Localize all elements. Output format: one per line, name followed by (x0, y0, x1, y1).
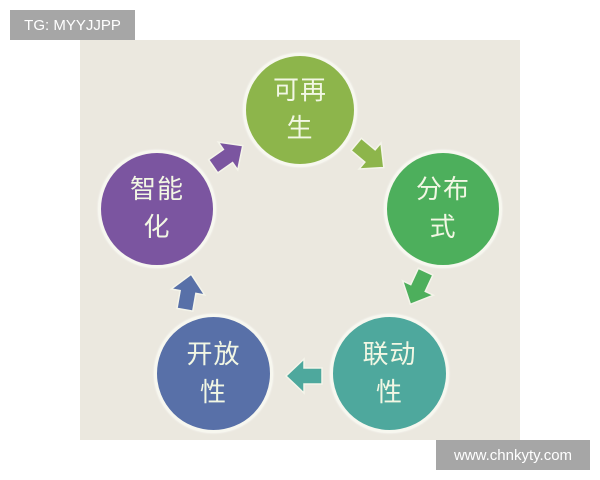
arrow-linkage-to-openness-icon (284, 357, 323, 395)
node-label-line1: 联动 (362, 339, 417, 370)
node-label-line1: 智能 (129, 175, 184, 205)
arrow-renewable-to-distributed-icon (350, 137, 385, 170)
node-label-line2: 式 (429, 213, 457, 243)
arrow-distributed-to-linkage-icon (401, 267, 436, 306)
node-label-line2: 生 (286, 114, 314, 144)
node-linkage: 联动 性 (330, 314, 449, 433)
node-label-line1: 分布 (415, 175, 470, 205)
watermark-top: TG: MYYJJPP (10, 10, 135, 40)
node-intelligent: 智能 化 (98, 150, 216, 268)
diagram-panel: 可再 生 分布 式 联动 性 开放 性 智能 化 (80, 40, 520, 440)
node-label-line1: 可再 (272, 76, 327, 106)
node-label-line1: 开放 (186, 339, 241, 370)
node-distributed: 分布 式 (384, 150, 502, 268)
node-label-line2: 化 (143, 213, 171, 243)
node-renewable: 可再 生 (243, 53, 357, 167)
arrow-intelligent-to-renewable-icon (207, 141, 244, 174)
node-openness: 开放 性 (154, 314, 273, 433)
node-label-line2: 性 (199, 377, 227, 408)
node-label-line2: 性 (375, 377, 403, 408)
arrow-openness-to-intelligent-icon (169, 273, 207, 312)
watermark-bottom: www.chnkyty.com (436, 440, 590, 470)
